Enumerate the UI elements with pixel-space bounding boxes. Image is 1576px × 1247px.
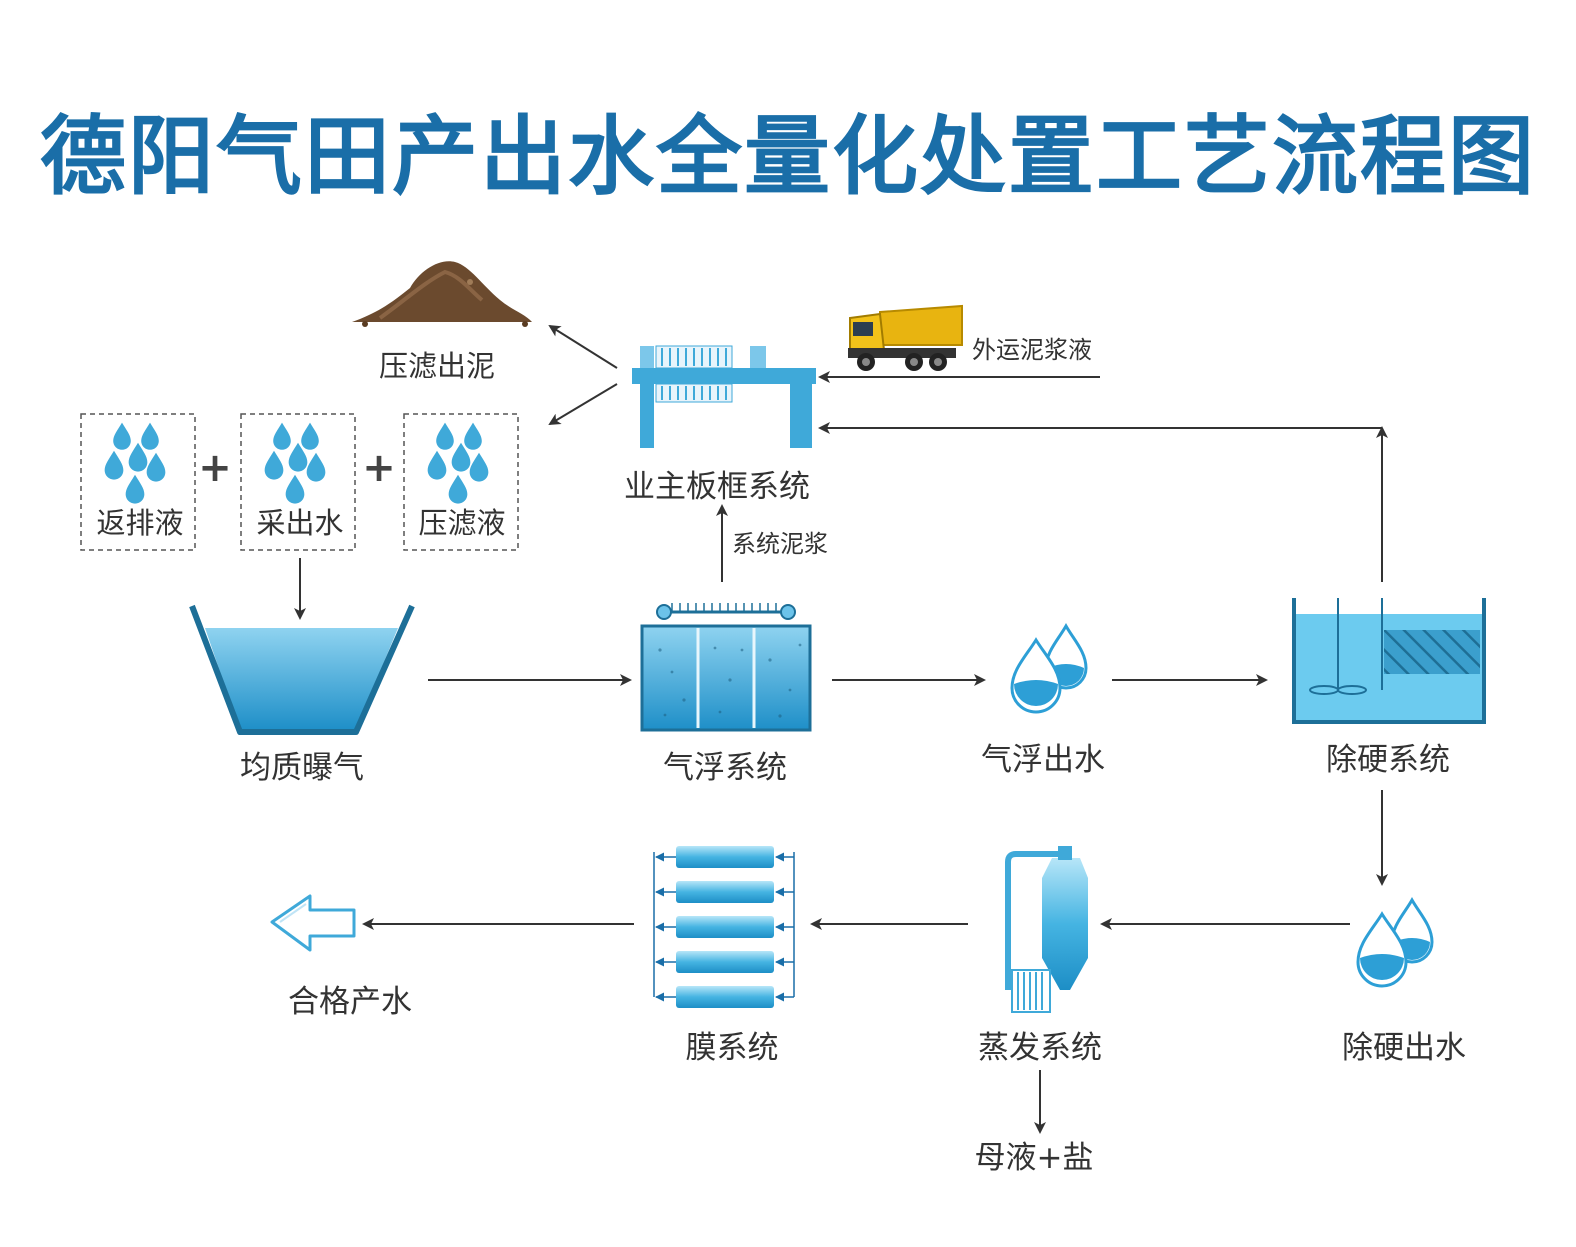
flotation-unit-icon: [640, 603, 812, 732]
membrane-stack-icon: [653, 846, 795, 1008]
filter-press-label: 业主板框系统: [624, 469, 810, 505]
equalization-label: 均质曝气: [240, 750, 364, 786]
product-label: 合格产水: [288, 984, 412, 1020]
plus-sign-1: +: [198, 445, 232, 491]
input-1-label: 返排液: [96, 506, 183, 540]
softening-effluent-icon: [1356, 896, 1434, 988]
sludge-out-label: 压滤出泥: [379, 349, 495, 383]
arrow-press-to-sludge: [548, 324, 618, 369]
system-sludge-label: 系统泥浆: [732, 530, 828, 558]
softening-tank-icon: [1292, 598, 1486, 724]
membrane-label: 膜系统: [686, 1030, 779, 1066]
softening-out-label: 除硬出水: [1342, 1030, 1466, 1066]
product-outlet-arrow-icon: [270, 894, 356, 952]
flotation-effluent-icon: [1010, 622, 1088, 714]
evaporator-icon: [1005, 846, 1088, 1013]
mother-liquor-label: 母液+盐: [975, 1140, 1094, 1176]
softening-label: 除硬系统: [1326, 742, 1450, 778]
arrow-press-to-filtrate: [548, 383, 618, 426]
water-drops-icon: [427, 422, 489, 504]
input-box-3: 压滤液: [403, 413, 519, 551]
sludge-pile-icon: [352, 261, 532, 327]
input-2-label: 采出水: [256, 506, 343, 540]
input-box-2: 采出水: [240, 413, 356, 551]
equalization-tank-icon: [189, 604, 415, 735]
truck-icon: [848, 304, 963, 371]
water-drops-icon: [104, 422, 166, 504]
flotation-out-label: 气浮出水: [981, 742, 1105, 778]
evaporation-label: 蒸发系统: [978, 1030, 1102, 1066]
plus-sign-2: +: [362, 445, 396, 491]
filter-press-icon: [632, 345, 816, 448]
input-3-label: 压滤液: [418, 506, 505, 540]
water-drops-icon: [264, 422, 326, 504]
input-box-1: 返排液: [80, 413, 196, 551]
flotation-label: 气浮系统: [663, 750, 787, 786]
page-title: 德阳气田产出水全量化处置工艺流程图: [40, 107, 1536, 207]
truck-label: 外运泥浆液: [972, 336, 1092, 364]
